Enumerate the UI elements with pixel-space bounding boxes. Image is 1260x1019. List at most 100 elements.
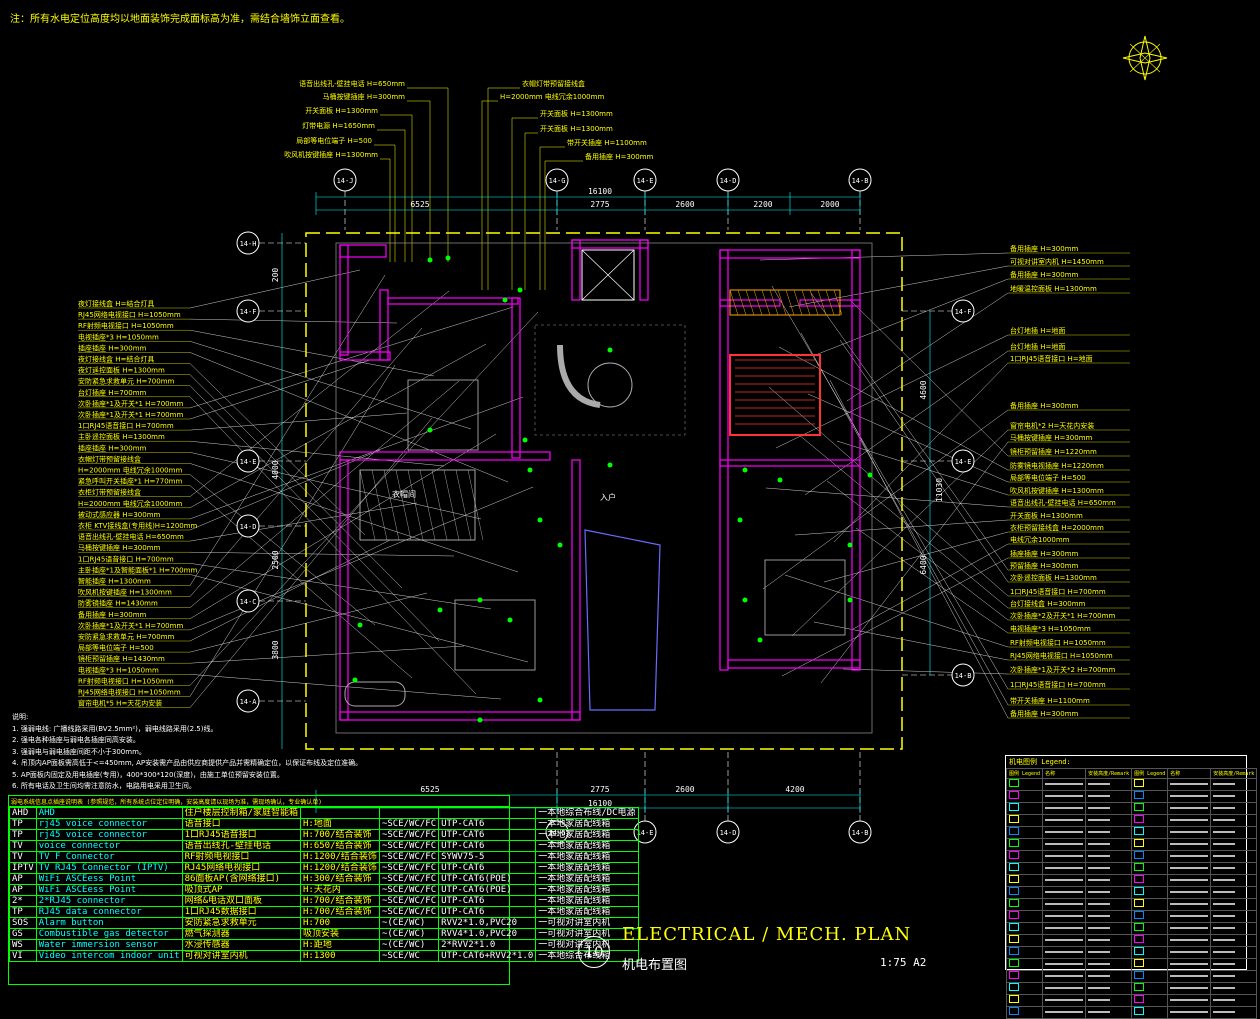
note-item: 5. AP面板内固定及用电插座(专用)，400*300*120(深度)，由施工单… [12, 770, 284, 779]
north-arrow-ring [1128, 41, 1162, 75]
ann-left-10: 次卧插座*1及开关*1 H=700mm [78, 410, 183, 419]
dim-left-1: 4000 [271, 460, 280, 479]
legend-left-cell-name: AHD [35, 807, 183, 819]
ann-right-30: 备用插座 H=300mm [1010, 709, 1079, 718]
legend-right-cell [1085, 886, 1133, 899]
legend-swatch-icon [1134, 827, 1145, 835]
legend-right-cell [1085, 790, 1133, 803]
legend-right-cell [1085, 826, 1133, 839]
ann-right-leader-22 [797, 433, 1009, 609]
legend-left-cell-code: WS [9, 939, 37, 951]
outlet-marker-8 [607, 462, 613, 468]
legend-right-cell [1167, 886, 1212, 899]
legend-left-cell-spec [438, 807, 537, 819]
closet-hatch-0 [359, 469, 376, 541]
wall-2 [379, 289, 389, 361]
ann-right-11: 防雾镜电视插座 H=1220mm [1010, 461, 1104, 470]
note-item: 1. 强弱电线: 广播线路采用(BV2.5mm²)，弱电线路采用(2.5)线。 [12, 724, 218, 733]
legend-text-placeholder [1213, 999, 1236, 1001]
wall-11 [639, 239, 649, 301]
ann-right-leader-18 [781, 557, 1009, 677]
legend-right-cell [1167, 826, 1212, 839]
legend-text-placeholder [1213, 903, 1236, 905]
legend-right-cell [1167, 838, 1212, 851]
legend-right-col-header: 图例 Legend [1131, 768, 1169, 779]
ann-left-leader-18 [189, 343, 487, 508]
legend-right-cell [1042, 874, 1087, 887]
legend-text-placeholder [1213, 891, 1236, 893]
stair-hatch-3 [753, 289, 763, 316]
legend-right-row [1005, 802, 1258, 815]
ann-left-leader-10 [189, 359, 371, 420]
legend-left-cell-pos: H:700/结合装饰 [300, 829, 380, 841]
legend-text-placeholder [1213, 939, 1236, 941]
ann-right-leader-10 [849, 299, 1009, 457]
legend-left-cell-spec: UTP-CAT6 [438, 895, 537, 907]
axis-top-1: 14-G [545, 168, 569, 192]
legend-left-cell-remark: 一本地家居配线箱 [535, 873, 639, 885]
ann-left-leader-28 [189, 433, 497, 619]
legend-right-cell [1042, 934, 1087, 947]
legend-right-row [1005, 814, 1258, 827]
legend-text-placeholder [1170, 987, 1209, 989]
ann-right-leader-5 [804, 350, 1009, 496]
ann-left-7: 安防紧急求救单元 H=700mm [78, 377, 175, 386]
legend-left-cell-spec: UTP-CAT6 [438, 818, 537, 830]
legend-left-cell-name: 2*RJ45 connector [35, 895, 183, 907]
legend-text-placeholder [1213, 879, 1236, 881]
legend-right-cell [1167, 922, 1212, 935]
legend-text-placeholder [1045, 807, 1084, 809]
legend-swatch-icon [1009, 911, 1019, 919]
plan-label-0: 衣帽间 [392, 489, 416, 499]
legend-swatch-icon [1134, 1007, 1145, 1015]
bed-right [764, 559, 846, 636]
legend-left-cell-pos: H:1200/结合装饰 [300, 862, 380, 874]
ann-right-leader-2 [817, 278, 1009, 355]
axis-top-3-label: 14-D [720, 177, 737, 185]
wall-1 [339, 244, 349, 356]
legend-text-placeholder [1045, 951, 1084, 953]
outlet-marker-14 [357, 622, 363, 628]
legend-symbol-icon [1005, 850, 1044, 863]
legend-left-cell-height: ~SCE/WC [378, 950, 440, 962]
ann-left-leader-32 [189, 645, 465, 664]
legend-right-cell [1210, 994, 1258, 1007]
closet-hatch-7 [443, 469, 460, 541]
legend-right-cell [1167, 982, 1212, 995]
outlet-marker-20 [757, 637, 763, 643]
legend-text-placeholder [1045, 1011, 1084, 1013]
general-notes: 说明: 1. 强弱电线: 广播线路采用(BV2.5mm²)，弱电线路采用(2.5… [12, 712, 362, 793]
dim-left-2: 2500 [271, 550, 280, 569]
legend-text-placeholder [1213, 975, 1236, 977]
legend-right-cell [1042, 802, 1087, 815]
legend-swatch-icon [1134, 995, 1145, 1003]
legend-right-cell [1085, 922, 1133, 935]
axis-top-2-label: 14-E [637, 177, 654, 185]
legend-text-placeholder [1088, 903, 1111, 905]
ann-right-19: 预留插座 H=300mm [1010, 561, 1079, 570]
legend-symbol-icon [1131, 922, 1169, 935]
legend-text-placeholder [1088, 831, 1111, 833]
ann-top-r-2: 开关面板 H=1300mm [540, 109, 613, 118]
legend-text-placeholder [1170, 879, 1209, 881]
legend-left-cell-height: ~SCE/WC/FC [378, 862, 440, 874]
ann-right-leader-14 [765, 487, 1009, 508]
axis-left-1-label: 14-F [240, 308, 257, 316]
legend-text-placeholder [1213, 951, 1236, 953]
legend-left-cell-name: voice connector [35, 840, 183, 852]
legend-left-cell-code: VI [9, 950, 37, 962]
legend-symbol-icon [1005, 934, 1044, 947]
legend-symbol-icon [1005, 802, 1044, 815]
legend-left-cell-height: ~SCE/WC/FC [378, 884, 440, 896]
ann-left-29: 次卧插座*1及开关*1 H=700mm [78, 621, 183, 630]
legend-left-cell-spec: UTP-CAT6(POE) [438, 873, 537, 885]
ann-right-12: 局部等电位端子 H=500 [1010, 473, 1086, 482]
axis-left-5-label: 14-A [240, 698, 258, 706]
axis-left-2: 14-E [236, 449, 260, 473]
legend-right-cell [1210, 778, 1258, 791]
ann-right-leader-4 [775, 334, 1009, 449]
legend-text-placeholder [1088, 1011, 1111, 1013]
ann-left-15: H=2000mm 电线冗余1000mm [78, 466, 182, 475]
